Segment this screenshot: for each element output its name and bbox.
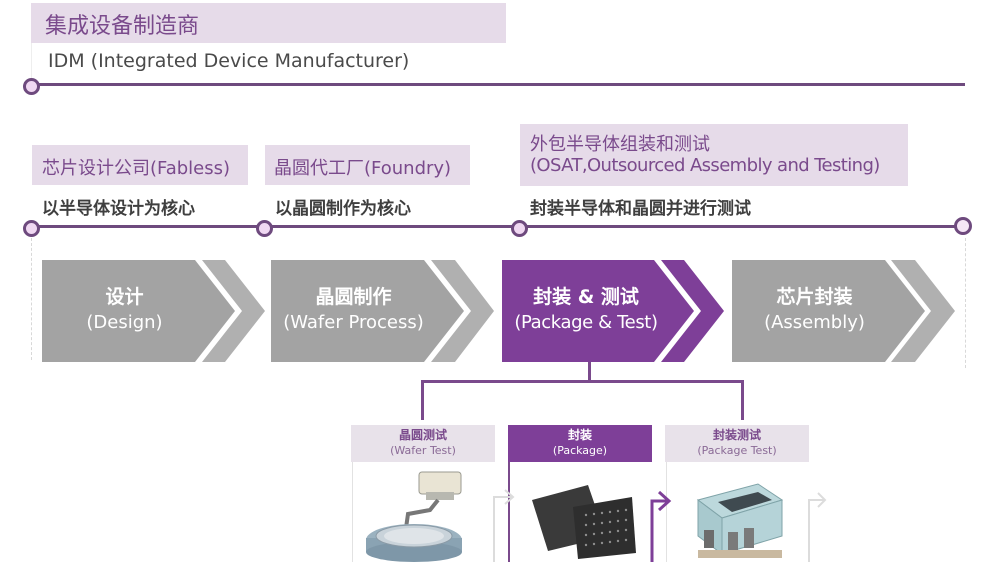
stage-assembly-shape — [732, 260, 955, 362]
roles-node-foundry — [256, 220, 273, 237]
idm-title: 集成设备制造商 — [45, 14, 200, 39]
role-fabless-title-box: 芯片设计公司(Fabless) — [32, 145, 248, 185]
substep-package-en: (Package) — [552, 444, 608, 457]
stage-design-shape — [42, 260, 265, 362]
stage-design-chevron — [202, 260, 265, 362]
stage-package-en: (Package & Test) — [514, 312, 658, 333]
substep-wafer-test-cn: 晶圆测试 — [398, 428, 447, 442]
substep-package-cn: 封装 — [567, 428, 592, 442]
role-osat-desc: 封装半导体和晶圆并进行测试 — [530, 199, 751, 219]
stage-package-test[interactable]: 封装 & 测试 (Package & Test) — [500, 284, 672, 336]
stage-design[interactable]: 设计 (Design) — [42, 284, 207, 336]
stage-assembly-body — [732, 260, 925, 362]
stage-assembly-cn: 芯片封装 — [776, 286, 853, 308]
stage-design-cn: 设计 — [105, 286, 144, 308]
role-foundry-title-box: 晶圆代工厂(Foundry) — [265, 145, 470, 185]
stage-package-cn: 封装 & 测试 — [533, 286, 639, 308]
role-fabless-title: 芯片设计公司(Fabless) — [42, 158, 231, 179]
substep-package-test-cn: 封装测试 — [712, 428, 761, 442]
connector-bar — [421, 380, 744, 383]
stage-wafer-cn: 晶圆制作 — [315, 286, 392, 308]
roles-node-fabless — [23, 220, 40, 237]
substep-wafer-test-header: 晶圆测试 (Wafer Test) — [351, 425, 495, 462]
role-osat-title-box: 外包半导体组装和测试 (OSAT,Outsourced Assembly and… — [520, 124, 908, 186]
idm-timeline — [33, 83, 965, 86]
idm-subtitle: IDM (Integrated Device Manufacturer) — [48, 50, 410, 72]
stage-package-shape — [502, 260, 724, 362]
role-fabless-desc: 以半导体设计为核心 — [42, 199, 195, 219]
roles-timeline — [33, 225, 963, 228]
stage-assembly-chevron — [891, 260, 955, 362]
role-osat-title-line2: (OSAT,Outsourced Assembly and Testing) — [530, 155, 880, 176]
stage-wafer-chevron — [431, 260, 494, 362]
substep-flow-arrows — [493, 489, 827, 562]
arrow-package-to-test — [650, 490, 672, 562]
arrow-wafer-to-package — [493, 489, 515, 562]
substep-wafer-test-border — [352, 462, 353, 562]
role-foundry-title: 晶圆代工厂(Foundry) — [274, 158, 452, 179]
role-foundry-desc: 以晶圆制作为核心 — [275, 199, 411, 219]
stage-package-chevron — [661, 260, 724, 362]
substep-package-border — [508, 462, 510, 562]
stage-wafer-process[interactable]: 晶圆制作 (Wafer Process) — [271, 284, 436, 336]
substep-package-test-header: 封装测试 (Package Test) — [665, 425, 809, 462]
stage-assembly[interactable]: 芯片封装 (Assembly) — [732, 284, 897, 336]
arrow-test-to-next — [808, 492, 827, 562]
roles-node-osat — [511, 220, 528, 237]
stage-package-body — [502, 260, 694, 362]
stage-wafer-shape — [271, 260, 494, 362]
idm-title-box: 集成设备制造商 — [31, 3, 506, 43]
stage-arrows — [42, 260, 955, 362]
wafer-prober-illustration — [366, 471, 462, 562]
stage-assembly-en: (Assembly) — [764, 312, 865, 333]
substep-package-test-border — [666, 462, 667, 562]
stage-wafer-en: (Wafer Process) — [283, 312, 424, 333]
bga-chip-illustration — [532, 485, 636, 559]
stage-wafer-body — [271, 260, 464, 362]
substep-package-header: 封装 (Package) — [508, 425, 652, 462]
connector-stem — [588, 362, 591, 382]
role-osat-title-line1: 外包半导体组装和测试 — [530, 134, 710, 155]
guide-right — [965, 238, 966, 368]
idm-timeline-node — [23, 78, 40, 95]
guide-left — [31, 238, 32, 360]
stage-design-body — [42, 260, 235, 362]
connector-right-drop — [741, 380, 744, 420]
substep-package-test-en: (Package Test) — [697, 444, 777, 457]
roles-node-end — [954, 217, 972, 235]
substep-wafer-test-en: (Wafer Test) — [390, 444, 456, 457]
test-socket-illustration — [696, 483, 784, 558]
idm-box-edge — [31, 43, 32, 83]
stage-design-en: (Design) — [86, 312, 163, 333]
connector-left-drop — [421, 380, 424, 420]
